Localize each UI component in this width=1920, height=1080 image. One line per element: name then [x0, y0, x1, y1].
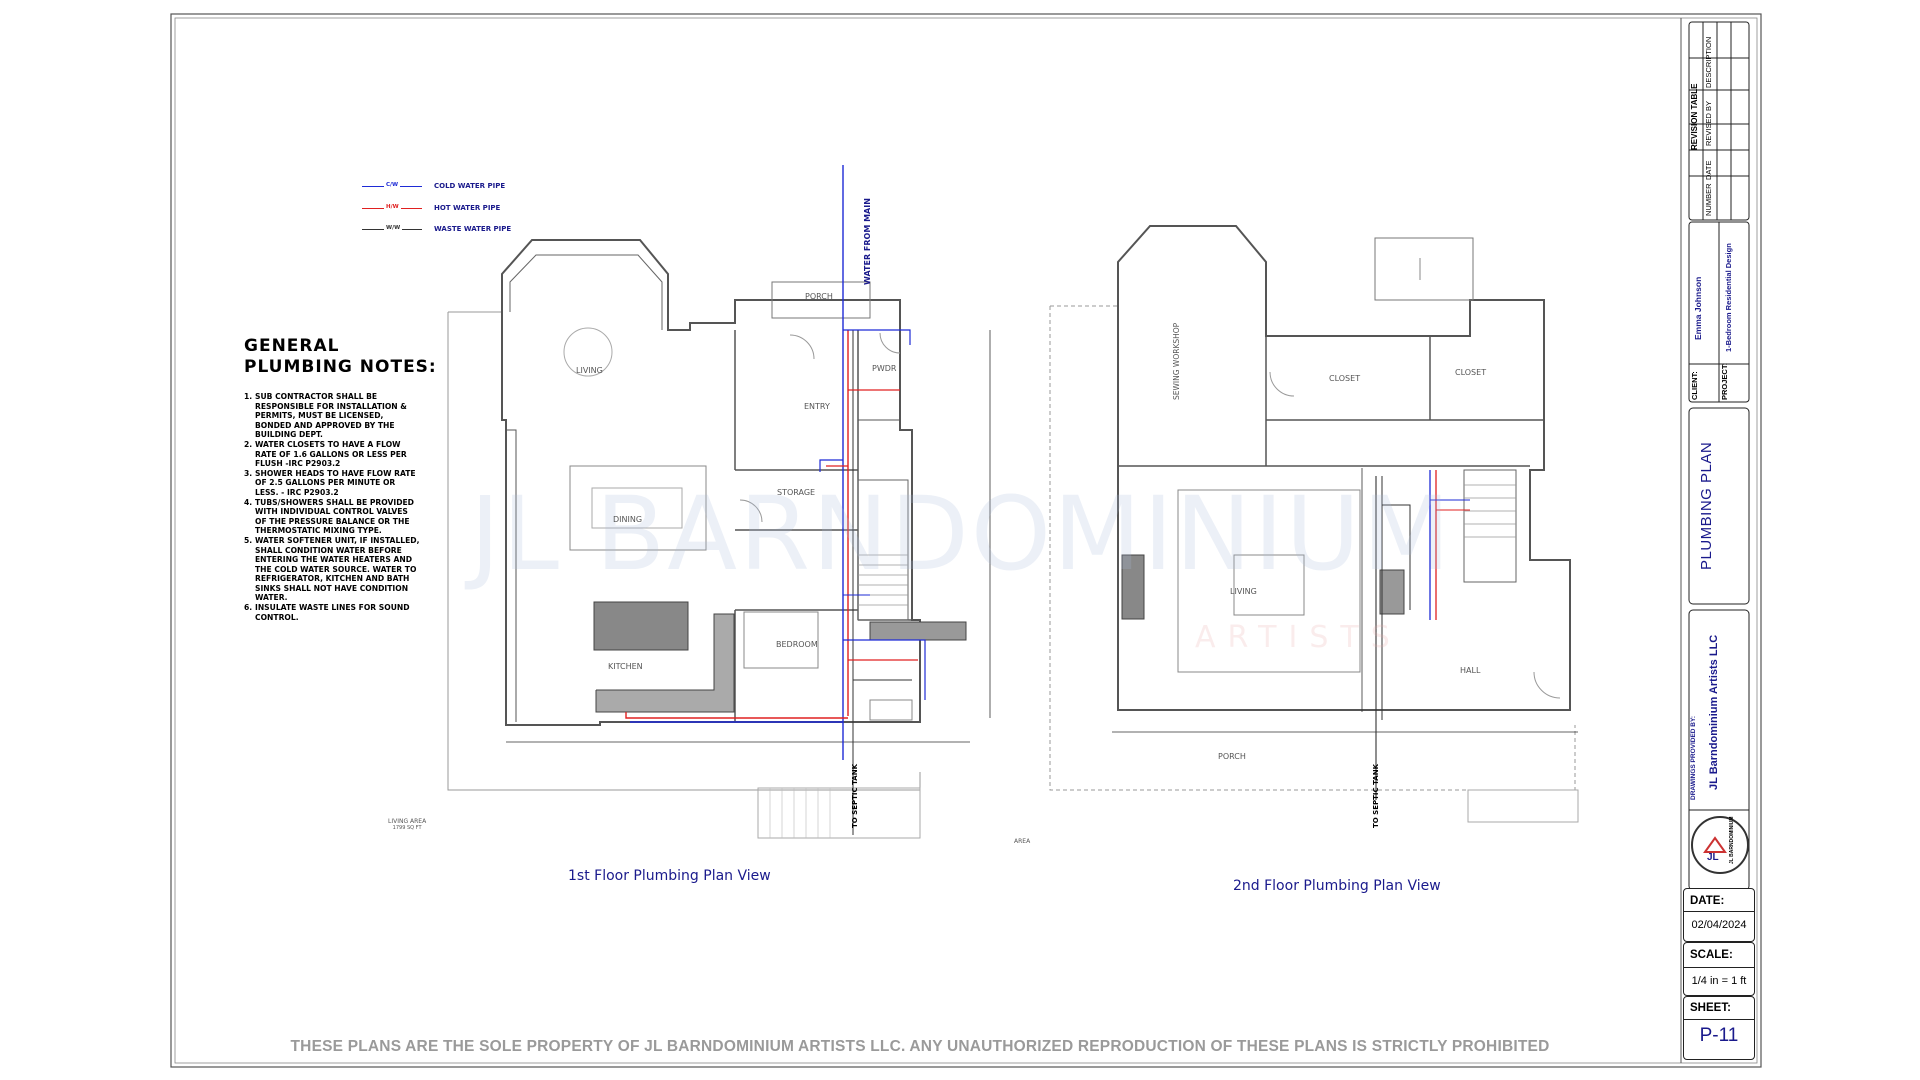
project-label: PROJECT:: [1720, 362, 1729, 400]
rev-col-number: NUMBER: [1704, 183, 1713, 216]
legend-hot-water: H/W HOT WATER PIPE: [362, 204, 522, 214]
first-floor-view-title: 1st Floor Plumbing Plan View: [568, 868, 771, 884]
sheet-title: PLUMBING PLAN: [1698, 441, 1715, 570]
to-septic-tank-label-2: TO SEPTIC TANK: [1372, 763, 1380, 828]
water-from-main-label: WATER FROM MAIN: [863, 198, 872, 285]
provided-by-label: DRAWINGS PROVIDED BY:: [1690, 715, 1697, 800]
living-area-label: LIVING AREA 1799 SQ FT: [388, 818, 426, 831]
note-item: 5.WATER SOFTENER UNIT, IF INSTALLED, SHA…: [244, 535, 420, 603]
note-item: 4.TUBS/SHOWERS SHALL BE PROVIDED WITH IN…: [244, 497, 414, 536]
room-sewing-2: SEWING WORKSHOP: [1172, 322, 1181, 400]
note-item: 3.SHOWER HEADS TO HAVE FLOW RATE OF 2.5 …: [244, 468, 416, 497]
second-floor-pipes: [1361, 468, 1470, 800]
room-pwdr-1: PWDR: [872, 364, 897, 373]
notes-title: GENERAL PLUMBING NOTES:: [244, 336, 437, 378]
hot-water-tag: H/W: [384, 204, 401, 210]
note-item: 6.INSULATE WASTE LINES FOR SOUND CONTROL…: [244, 603, 410, 622]
room-closet-a-2: CLOSET: [1329, 374, 1361, 383]
note-item: 2.WATER CLOSETS TO HAVE A FLOW RATE OF 1…: [244, 439, 407, 469]
provider-name: JL Barndominium Artists LLC: [1708, 634, 1720, 790]
first-floor-plan: [447, 239, 991, 839]
area-label: AREA: [1014, 838, 1031, 845]
room-porch-2: PORCH: [1218, 752, 1246, 761]
date-value: 02/04/2024: [1691, 919, 1747, 931]
scale-value: 1/4 in = 1 ft: [1691, 975, 1747, 987]
notes-title-line2: PLUMBING NOTES:: [244, 357, 437, 377]
room-kitchen-1: KITCHEN: [608, 662, 643, 671]
room-entry-1: ENTRY: [804, 402, 830, 411]
outer-border: [170, 13, 1762, 1068]
client-label: CLIENT:: [1690, 371, 1699, 400]
room-living-1: LIVING: [576, 366, 603, 375]
scale-label: SCALE:: [1690, 949, 1733, 961]
hot-water-label: HOT WATER PIPE: [434, 204, 501, 212]
second-floor-view-title: 2nd Floor Plumbing Plan View: [1233, 878, 1441, 894]
project-name: 1-Bedroom Residential Design: [1724, 243, 1733, 352]
room-closet-b-2: CLOSET: [1455, 368, 1487, 377]
waste-water-label: WASTE WATER PIPE: [434, 225, 512, 233]
rev-col-revised-by: REVISED BY: [1704, 100, 1713, 146]
scale-box: SCALE: 1/4 in = 1 ft: [1683, 942, 1755, 996]
room-porch-1: PORCH: [805, 292, 833, 301]
rev-col-description: DESCRIPTION: [1704, 36, 1713, 88]
waste-water-tag: W/W: [384, 225, 403, 231]
room-storage-1: STORAGE: [777, 488, 816, 497]
note-item: 1.SUB CONTRACTOR SHALL BE RESPONSIBLE FO…: [244, 392, 407, 440]
first-floor-pipes: [625, 165, 926, 835]
title-block-frame: [1688, 21, 1750, 891]
company-logo: JL JL BARNDOMINIUM: [1691, 816, 1749, 874]
to-septic-tank-label-1: TO SEPTIC TANK: [851, 763, 859, 828]
svg-text:JL: JL: [1707, 852, 1719, 863]
notes-title-line1: GENERAL: [244, 336, 340, 356]
plumbing-notes-list: 1.SUB CONTRACTOR SHALL BE RESPONSIBLE FO…: [244, 392, 420, 622]
logo-icon: JL: [1703, 836, 1727, 863]
rev-col-date: DATE: [1704, 160, 1713, 180]
room-dining-1: DINING: [613, 515, 643, 524]
sheet-number: P-11: [1699, 1025, 1739, 1046]
date-label: DATE:: [1690, 895, 1725, 907]
legend-waste-water: W/W WASTE WATER PIPE: [362, 225, 522, 235]
client-name: Emma Johnson: [1693, 276, 1703, 340]
living-area-line2: 1799 SQ FT: [392, 825, 422, 831]
revision-table-label: REVISION TABLE: [1690, 83, 1699, 150]
copyright-footer: THESE PLANS ARE THE SOLE PROPERTY OF JL …: [290, 1038, 1550, 1055]
room-bedroom-1: BEDROOM: [776, 640, 818, 649]
sheet-label: SHEET:: [1690, 1002, 1731, 1014]
legend-cold-water: C/W COLD WATER PIPE: [362, 182, 522, 192]
room-living-2: LIVING: [1230, 587, 1257, 596]
second-floor-plan: [1049, 225, 1579, 823]
inner-border: [174, 17, 1758, 1064]
cold-water-tag: C/W: [384, 182, 401, 188]
room-hall-2: HALL: [1460, 666, 1481, 675]
cold-water-label: COLD WATER PIPE: [434, 182, 506, 190]
logo-text: JL BARNDOMINIUM: [1729, 816, 1735, 864]
living-area-line1: LIVING AREA: [388, 818, 427, 825]
date-box: DATE: 02/04/2024: [1683, 888, 1755, 942]
sheet-box: SHEET: P-11: [1683, 996, 1755, 1060]
